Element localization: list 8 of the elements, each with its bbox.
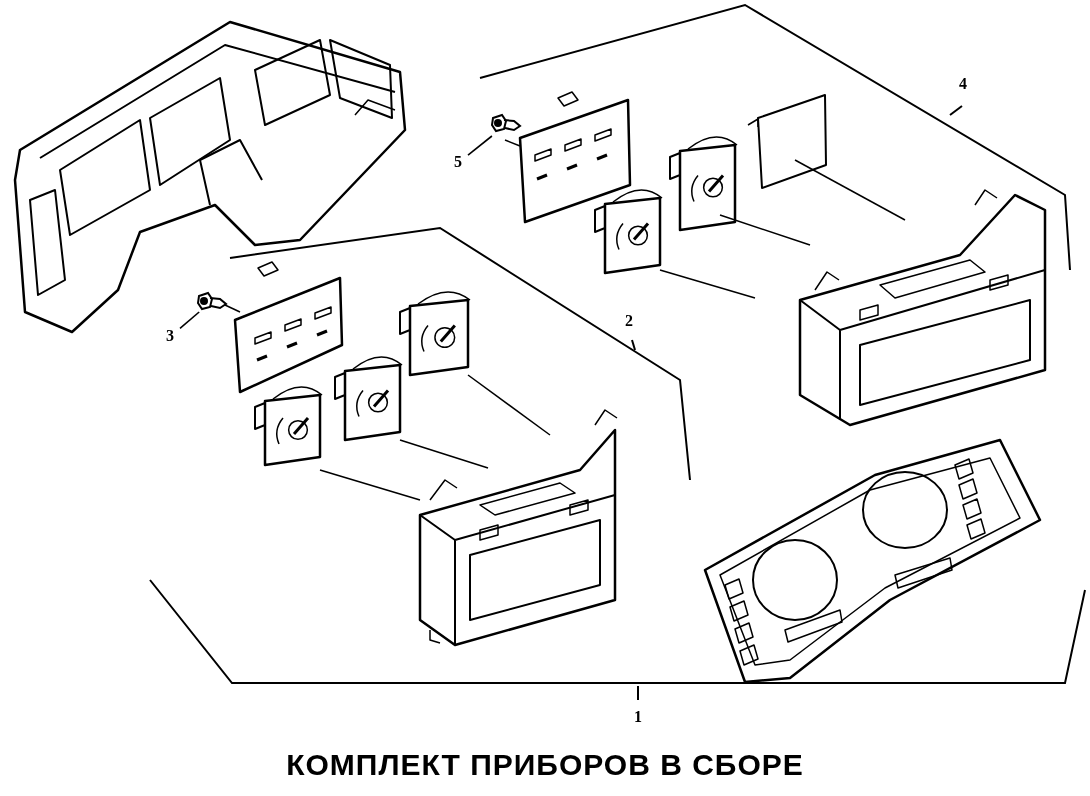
callout-number: 5 [448,153,468,173]
callout-number: 1 [628,708,648,728]
leader-line [467,135,493,156]
diagram-title: КОМПЛЕКТ ПРИБОРОВ В СБОРЕ [286,748,804,782]
leader-line [179,311,200,330]
callout-number: 3 [160,327,180,347]
callout-number: 2 [619,312,639,332]
callout-number: 4 [953,75,973,95]
